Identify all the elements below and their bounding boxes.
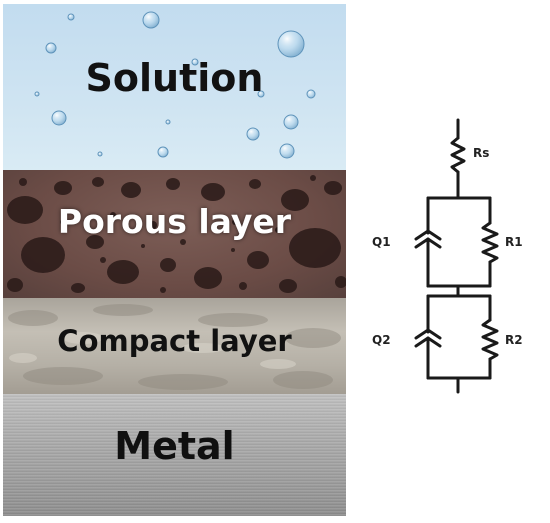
pores-texture [7,175,346,293]
porous-layer: Porous layer [3,170,346,298]
metal-layer: Metal [3,394,346,516]
q2-label: Q2 [372,333,391,347]
compact-label: Compact layer [57,324,292,358]
r2-resistor [481,318,499,361]
solution-layer: Solution [3,4,346,170]
q2-cpe [414,328,442,340]
rs-label: Rs [473,146,489,160]
porous-label: Porous layer [57,202,292,241]
stone-texture [8,304,341,390]
r2-label: R2 [505,333,523,347]
q1-label: Q1 [372,235,391,249]
equivalent-circuit: Rs Q1 R1 Q2 R2 [372,118,523,394]
r1-label: R1 [505,235,523,249]
q1-cpe [414,229,442,241]
metal-label: Metal [114,424,235,468]
rs-resistor [450,136,466,174]
solution-label: Solution [85,56,264,100]
layer-stack: Solution [3,4,346,516]
compact-layer: Compact layer [3,298,346,394]
r1-resistor [481,221,499,264]
water-droplets [34,11,316,159]
